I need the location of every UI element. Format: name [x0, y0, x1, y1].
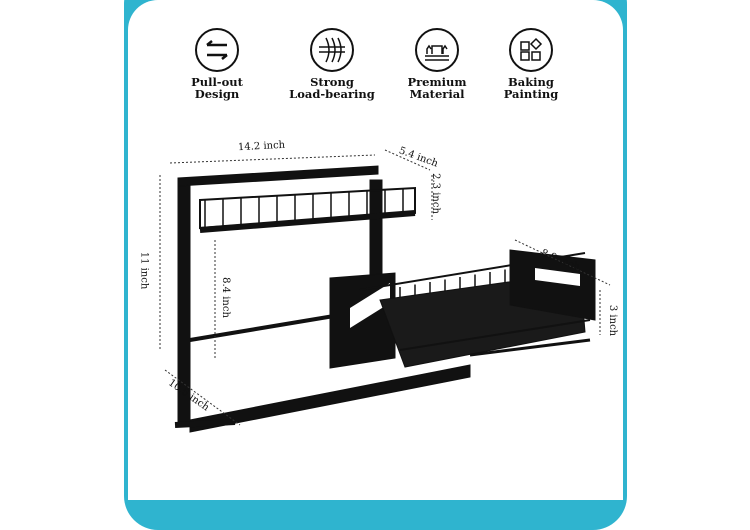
feature-premium-material: Premium Material: [382, 28, 492, 100]
feature-label: Material: [409, 87, 465, 101]
feature-label: Painting: [503, 87, 559, 101]
arrows-exchange-icon: [195, 28, 239, 72]
feature-label: Premium: [407, 75, 467, 89]
feature-label: Baking: [508, 75, 554, 89]
feature-label: Load-bearing: [289, 87, 375, 101]
premium-material-icon: [415, 28, 459, 72]
under-sink-rack-illustration: [159, 149, 611, 433]
dimension-inner-height: 8.4 inch: [219, 277, 231, 318]
dimension-drawer-height: 3 inch: [607, 304, 619, 337]
dimension-total-height: 11 inch: [138, 251, 150, 290]
feature-pull-out: Pull-out Design: [162, 28, 272, 100]
feature-label: Design: [194, 87, 240, 101]
dimension-basket-height: 2.3 inch: [429, 173, 441, 214]
baking-painting-icon: [509, 28, 553, 72]
feature-baking-painting: Baking Painting: [476, 28, 586, 100]
load-bearing-icon: [310, 28, 354, 72]
feature-load-bearing: Strong Load-bearing: [277, 28, 387, 100]
feature-label: Strong: [310, 75, 354, 89]
feature-label: Pull-out: [191, 75, 243, 89]
